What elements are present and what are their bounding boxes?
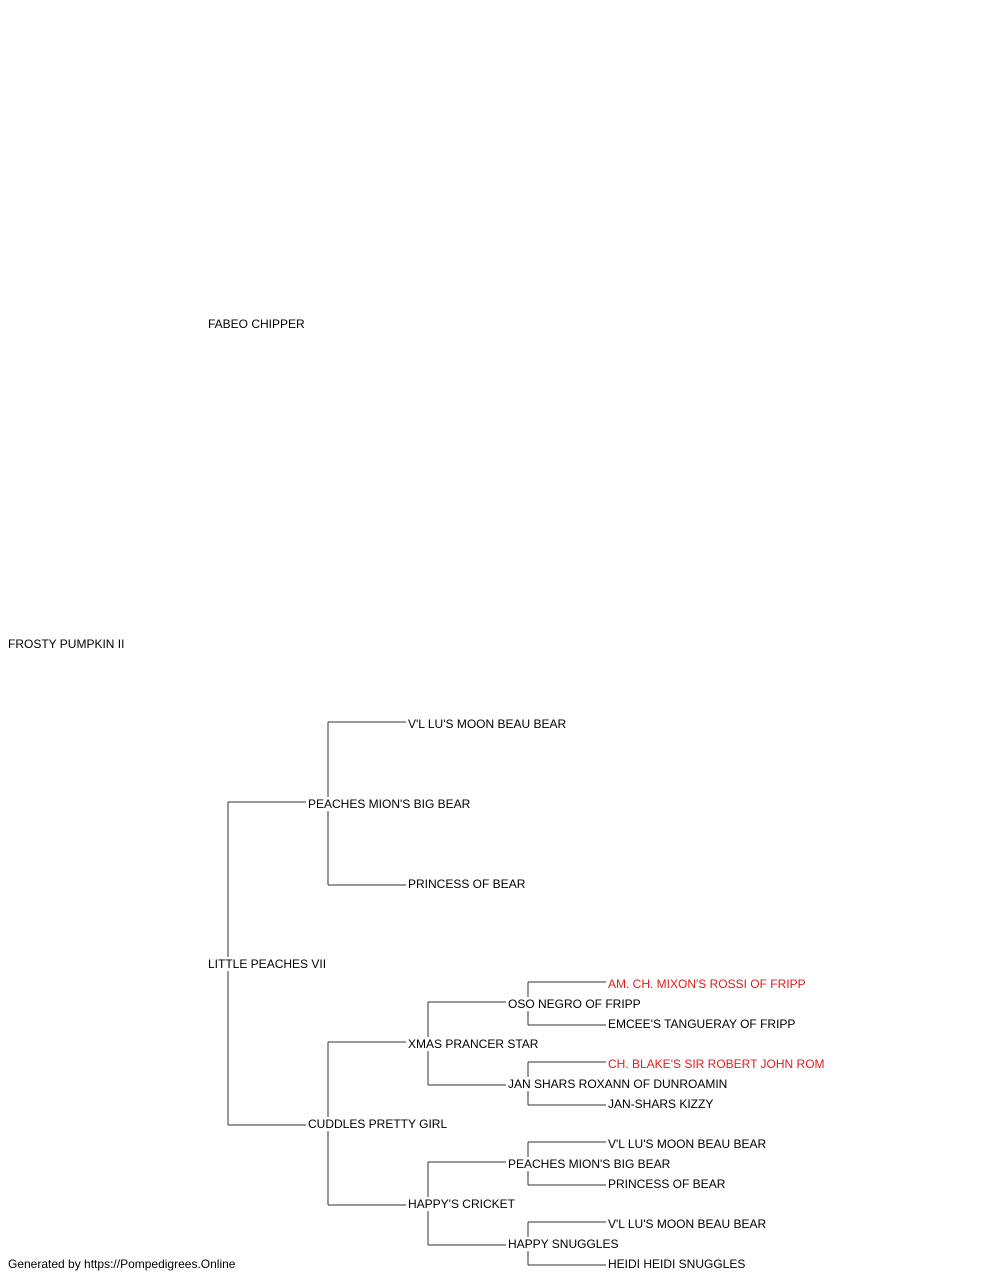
dam-dam-dam-sire-sire-name[interactable]: V'L LU'S MOON BEAU BEAR bbox=[608, 1137, 767, 1151]
dam-sire-sire-name[interactable]: V'L LU'S MOON BEAU BEAR bbox=[408, 717, 567, 731]
sire-name[interactable]: FABEO CHIPPER bbox=[208, 317, 305, 331]
dam-dam-sire-sire-name[interactable]: OSO NEGRO OF FRIPP bbox=[508, 997, 641, 1011]
dam-dam-dam-dam-dam-name[interactable]: HEIDI HEIDI SNUGGLES bbox=[608, 1257, 746, 1271]
dam-name[interactable]: LITTLE PEACHES VII bbox=[208, 957, 327, 971]
dam-dam-sire-name[interactable]: XMAS PRANCER STAR bbox=[408, 1037, 539, 1051]
dam-dam-dam-name[interactable]: HAPPY'S CRICKET bbox=[408, 1197, 515, 1211]
dam-dam-sire-dam-sire-name[interactable]: CH. BLAKE'S SIR ROBERT JOHN ROM bbox=[608, 1057, 825, 1071]
dam-dam-dam-dam-sire-name[interactable]: V'L LU'S MOON BEAU BEAR bbox=[608, 1217, 767, 1231]
dam-dam-name[interactable]: CUDDLES PRETTY GIRL bbox=[308, 1117, 448, 1131]
subject-name[interactable]: FROSTY PUMPKIN II bbox=[8, 637, 125, 651]
dam-dam-dam-dam-name[interactable]: HAPPY SNUGGLES bbox=[508, 1237, 619, 1251]
generated-by-footer: Generated by https://Pompedigrees.Online bbox=[8, 1257, 236, 1271]
dam-dam-dam-sire-dam-name[interactable]: PRINCESS OF BEAR bbox=[608, 1177, 726, 1191]
dam-dam-sire-sire-sire-name[interactable]: AM. CH. MIXON'S ROSSI OF FRIPP bbox=[608, 977, 806, 991]
dam-dam-sire-dam-name[interactable]: JAN SHARS ROXANN OF DUNROAMIN bbox=[508, 1077, 728, 1091]
dam-dam-sire-dam-dam-name[interactable]: JAN-SHARS KIZZY bbox=[608, 1097, 714, 1111]
dam-sire-name[interactable]: PEACHES MION'S BIG BEAR bbox=[308, 797, 471, 811]
dam-dam-dam-sire-name[interactable]: PEACHES MION'S BIG BEAR bbox=[508, 1157, 671, 1171]
dam-sire-dam-name[interactable]: PRINCESS OF BEAR bbox=[408, 877, 526, 891]
dam-dam-sire-sire-dam-name[interactable]: EMCEE'S TANGUERAY OF FRIPP bbox=[608, 1017, 796, 1031]
